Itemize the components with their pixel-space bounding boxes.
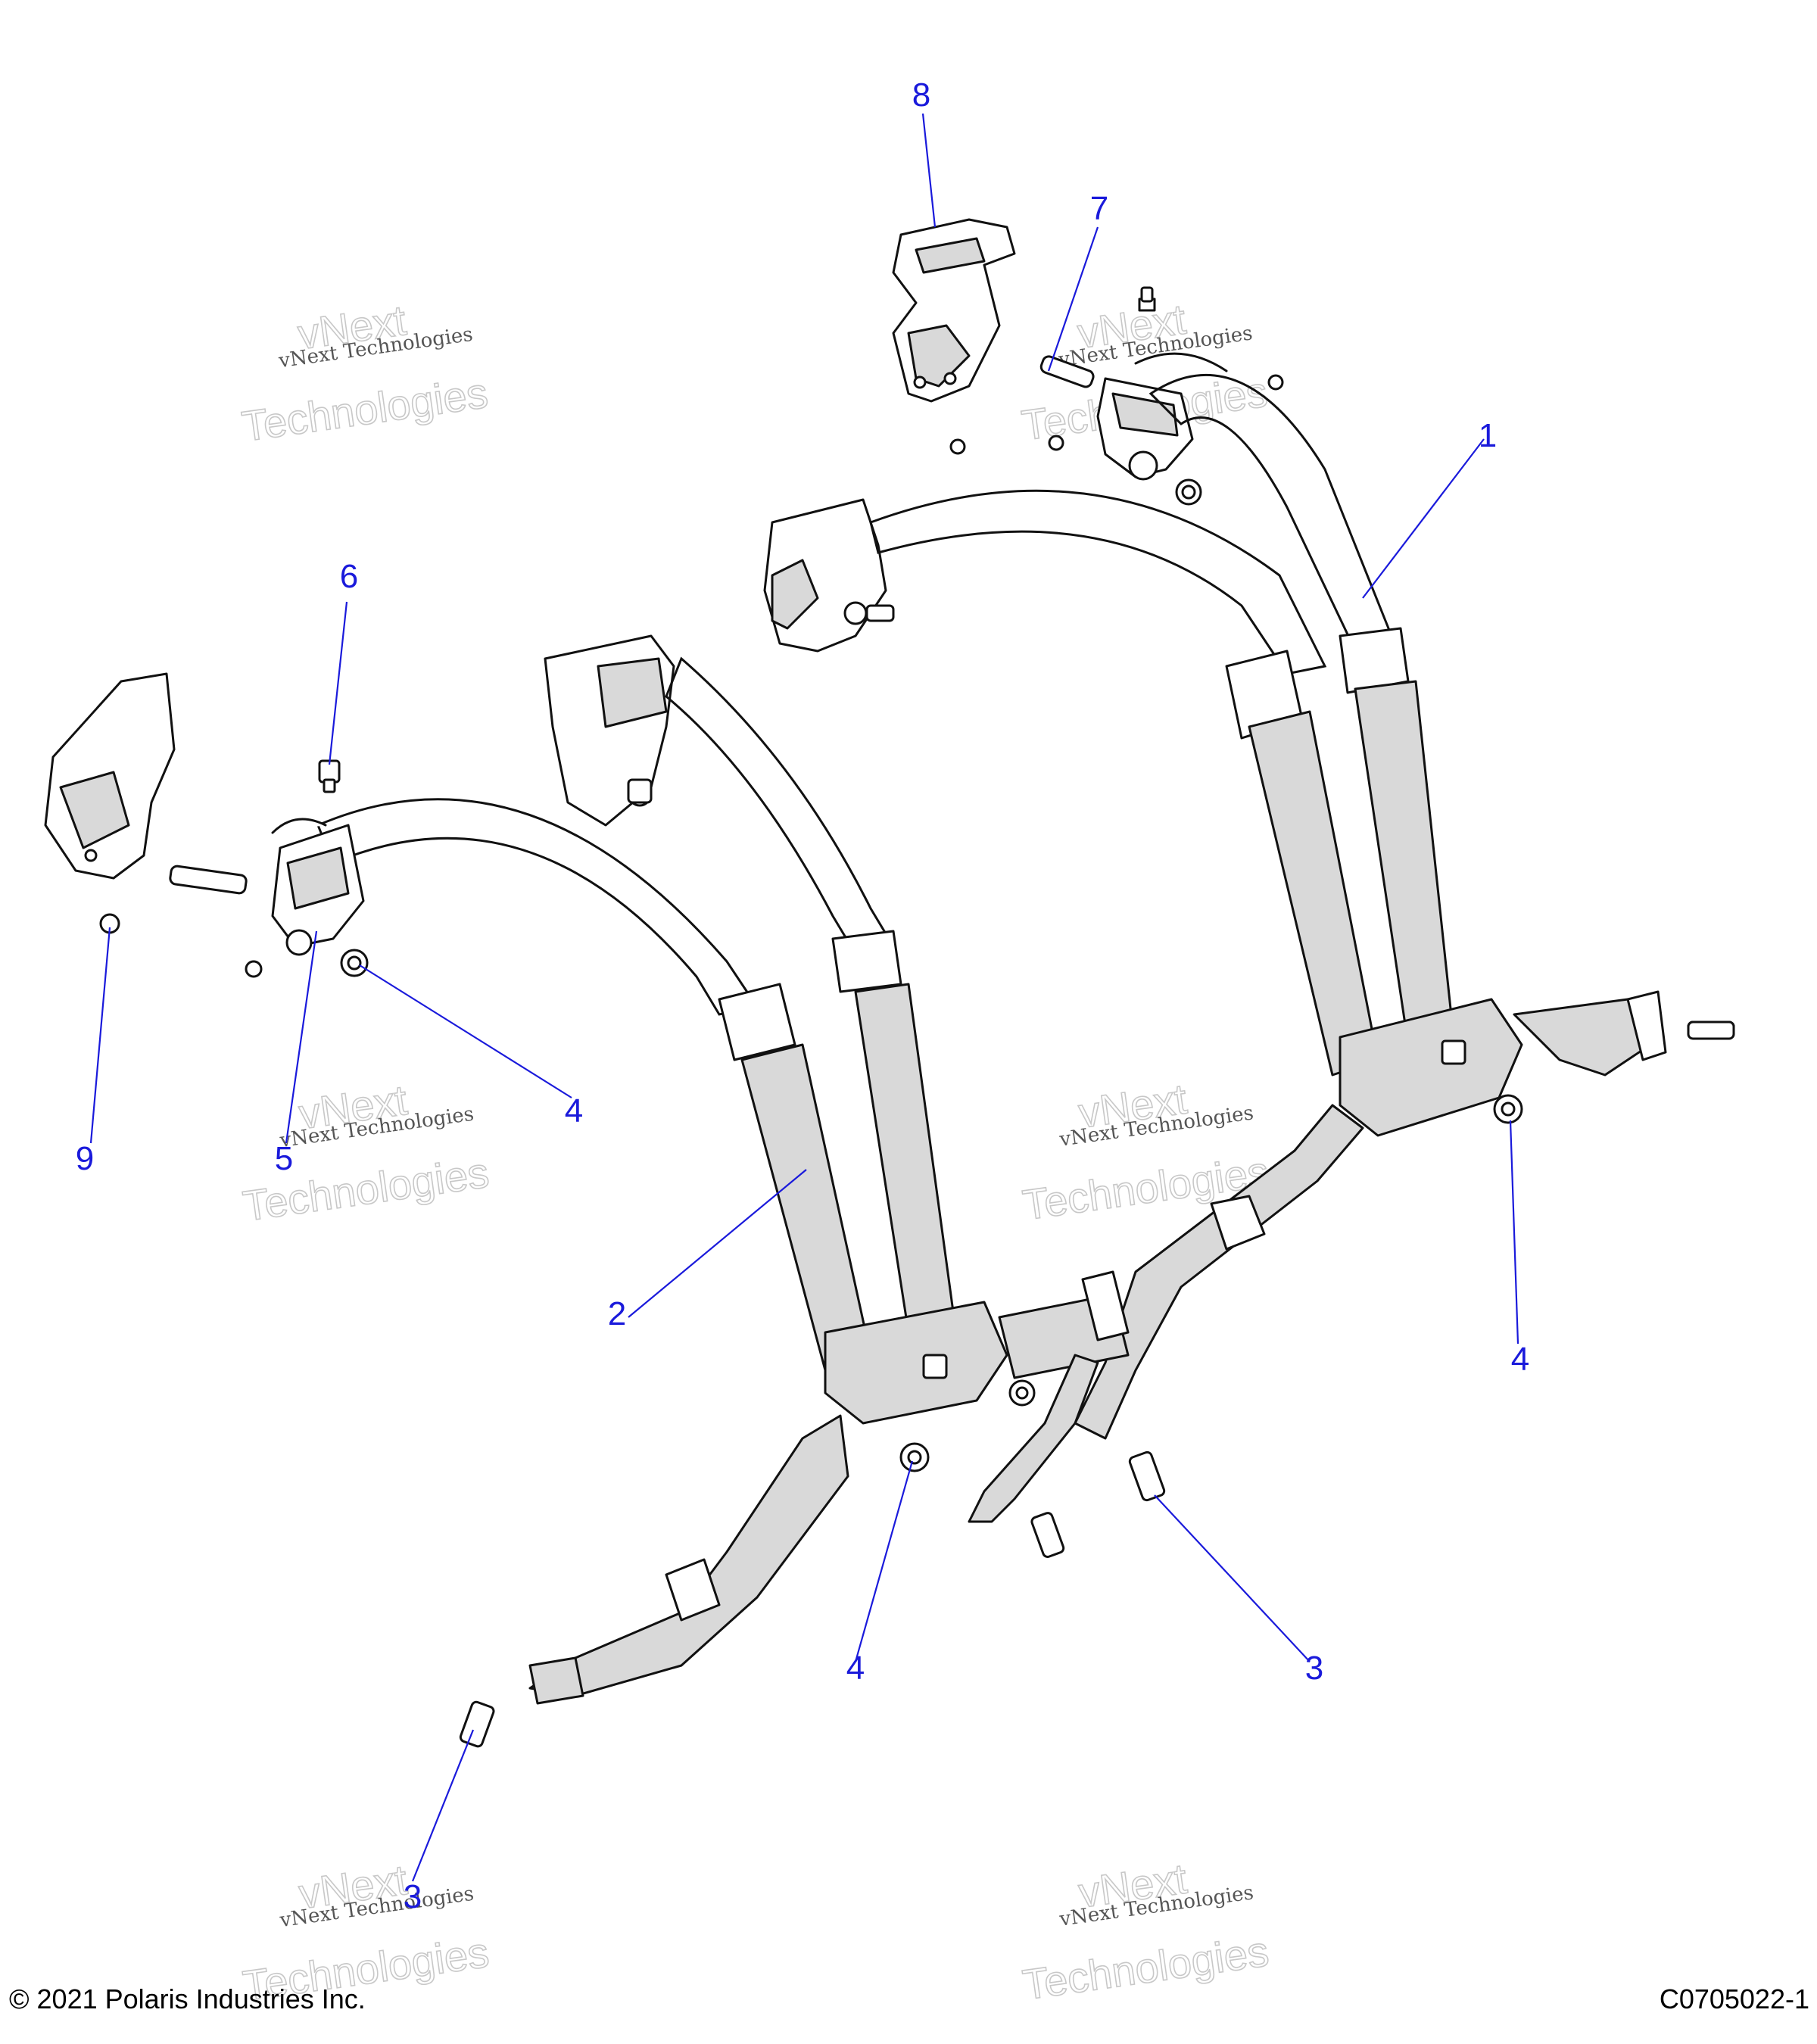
seat-belt-assembly-right <box>763 374 1735 1440</box>
retractor-cover-upper <box>892 218 1016 403</box>
retractor-bracket-left <box>271 818 365 956</box>
figure-id: C0705022-1 <box>1659 1983 1809 2014</box>
watermark-big-bottom: Technologies <box>1020 1927 1271 2008</box>
watermark-top-left: vNext vNext Technologies Technologies <box>238 295 491 450</box>
callout-3-right: 3 <box>1305 1650 1323 1687</box>
callout-6: 6 <box>340 558 358 595</box>
callout-4-bottom: 4 <box>846 1650 865 1687</box>
callout-3-bottom: 3 <box>404 1878 422 1915</box>
callout-4-left: 4 <box>565 1092 583 1129</box>
callout-labels: 1 2 3 3 4 4 4 5 6 7 8 9 <box>76 76 1529 1915</box>
callout-7: 7 <box>1090 190 1108 227</box>
hardware <box>99 759 1735 1748</box>
watermark-bottom-right: vNext vNext Technologies Technologies <box>1019 1854 1272 2009</box>
watermark-mid-left: vNext vNext Technologies Technologies <box>239 1075 492 1230</box>
callout-4-right: 4 <box>1511 1341 1529 1378</box>
copyright-notice: © 2021 Polaris Industries Inc. <box>9 1983 366 2014</box>
callout-5: 5 <box>275 1140 293 1177</box>
callout-8: 8 <box>912 76 930 114</box>
callout-2: 2 <box>608 1295 626 1332</box>
leader-lines <box>89 113 1519 1882</box>
watermark-big-bottom: Technologies <box>239 369 491 450</box>
retractor-cover-left <box>44 672 176 880</box>
callout-9: 9 <box>76 1140 94 1177</box>
fastener-top-screws <box>949 286 1284 506</box>
seat-belt-assembly-left <box>316 634 1130 1705</box>
callout-1: 1 <box>1479 417 1497 454</box>
